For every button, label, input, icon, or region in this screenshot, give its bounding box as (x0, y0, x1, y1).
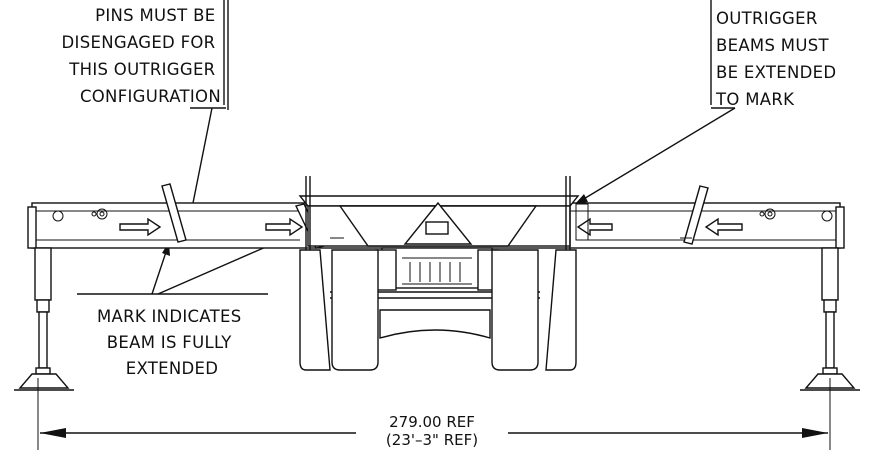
mark-note: MARK INDICATES BEAM IS FULLY EXTENDED (97, 307, 247, 378)
mark-note-line-3: EXTENDED (126, 359, 219, 378)
mark-note-line-2: BEAM IS FULLY (107, 333, 232, 352)
beams-note: OUTRIGGER BEAMS MUST BE EXTENDED TO MARK (715, 9, 842, 109)
dimension-value: 279.00 REF (389, 413, 475, 431)
pins-note-line-2: DISENGAGED FOR (62, 33, 216, 52)
beams-note-line-1: OUTRIGGER (716, 9, 818, 28)
left-leg (14, 247, 74, 391)
pins-note-line-3: THIS OUTRIGGER (68, 60, 215, 79)
wheels (299, 249, 577, 371)
extend-arrows (119, 217, 743, 237)
beams-note-line-3: BE EXTENDED (716, 63, 836, 82)
pins-note-line-4: CONFIGURATION (80, 87, 221, 106)
beams-note-line-4: TO MARK (715, 90, 795, 109)
dimension-imperial: (23'–3" REF) (386, 431, 478, 449)
mark-note-line-1: MARK INDICATES (97, 307, 242, 326)
beams-note-line-2: BEAMS MUST (716, 36, 829, 55)
pins-note-line-1: PINS MUST BE (95, 6, 215, 25)
right-leg (800, 247, 860, 391)
pins-note: PINS MUST BE DISENGAGED FOR THIS OUTRIGG… (62, 6, 221, 106)
callout-frames (77, 0, 735, 295)
dimension-line (37, 378, 831, 450)
center-mount (298, 176, 692, 250)
